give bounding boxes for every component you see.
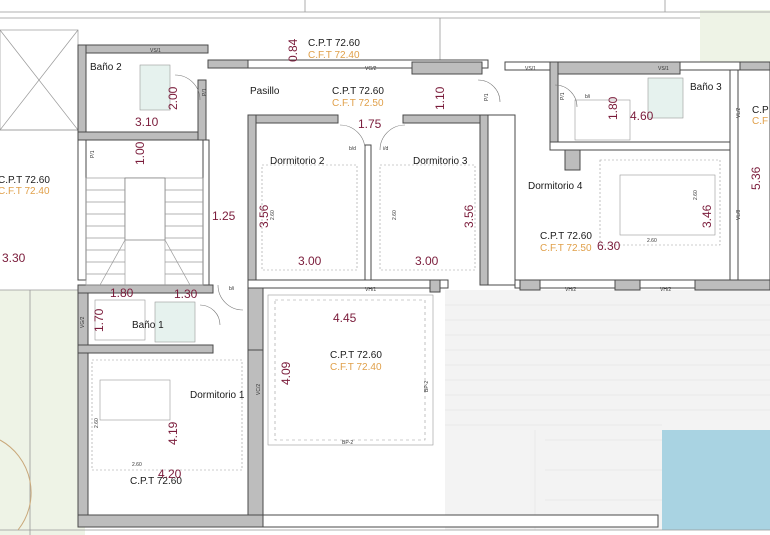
room-label-pasillo: Pasillo [250,86,280,97]
level-cft-terrace: C.F.T 72.40 [330,362,382,373]
tag-pt1-c: P/1 [560,92,566,100]
level-cpt-dormitorio4: C.P.T 72.60 [540,231,592,242]
dim-1-75: 1.75 [358,117,382,131]
tag-vs1-a: VS/1 [150,48,161,54]
dim-1-30: 1.30 [174,287,198,301]
level-cpt-top: C.P.T 72.60 [308,38,360,49]
level-cft-right: C.F [752,116,768,127]
level-cpt-pasillo: C.P.T 72.60 [332,86,384,97]
tag-id: i/d [383,146,389,152]
terrace-decking [445,304,770,530]
dim-3-30: 3.30 [2,251,26,265]
tag-vl2: VL/2 [736,107,742,118]
level-cft-dormitorio4: C.F.T 72.50 [540,243,592,254]
tag-vh2-b: VH/2 [660,287,671,293]
dim-4-19: 4.19 [166,421,180,445]
tag-260-f: 2.60 [94,418,100,428]
dim-3-46: 3.46 [700,204,714,228]
tag-vc2: VC/2 [256,384,262,395]
walls [77,44,770,528]
tag-260-b: 2.60 [132,462,142,468]
dim-1-25: 1.25 [212,209,236,223]
tag-vh2-a: VH/2 [565,287,576,293]
tag-vg2-top: VG/2 [365,66,377,72]
level-cft-pasillo: C.F.T 72.50 [332,98,384,109]
dim-4-20: 4.20 [158,467,182,481]
tag-bi-2: b/i [585,94,590,100]
tag-pt1-b: P/1 [484,93,490,101]
dim-1-10: 1.10 [433,86,447,110]
room-label-dormitorio3: Dormitorio 3 [413,156,468,167]
door-swings [174,74,578,326]
tag-bd: b/d [349,146,356,152]
tag-vh1: VH/1 [365,287,376,293]
void-cross [0,29,79,131]
level-cpt-terrace: C.P.T 72.60 [330,350,382,361]
tag-260-c: 2.60 [270,210,276,220]
pool [662,430,770,530]
dim-4-09: 4.09 [279,361,293,385]
dim-3-56-b: 3.56 [462,204,476,228]
dim-3-56-a: 3.56 [257,204,271,228]
dim-4-60: 4.60 [630,109,654,123]
level-cft-top: C.F.T 72.40 [308,50,360,61]
dim-4-45: 4.45 [333,311,357,325]
tag-pt1-a: P/1 [202,88,208,96]
tag-bp2-side: BP-2 [424,381,430,392]
tag-260-e: 2.60 [693,190,699,200]
garden-left [0,290,85,535]
level-cpt-dormitorio1: C.P.T 72.60 [130,476,182,487]
tag-bi: b/i [229,286,234,292]
level-cpt-left: C.P.T 72.60 [0,175,50,186]
tag-260-a: 2.60 [647,238,657,244]
tag-vs1-c: VS/1 [658,66,669,72]
planter-arc [0,439,32,531]
room-label-dormitorio4: Dormitorio 4 [528,181,583,192]
dim-1-80-b: 1.80 [110,286,134,300]
room-label-bano1: Baño 1 [132,320,164,331]
dim-3-00-b: 3.00 [415,254,439,268]
tag-bp2-bottom: BP-2 [342,440,353,446]
tag-260-d: 2.60 [392,210,398,220]
dim-3-10: 3.10 [135,115,159,129]
garden-right-top [700,10,770,65]
dim-1-80-a: 1.80 [606,96,620,120]
room-label-bano3: Baño 3 [690,82,722,93]
room-label-bano2: Baño 2 [90,62,122,73]
dim-1-70: 1.70 [92,308,106,332]
room-label-dormitorio2: Dormitorio 2 [270,156,325,167]
tag-pt1-d: P/1 [90,150,96,158]
furniture-outlines [91,64,721,471]
tag-vs1-b: VS/1 [525,66,536,72]
staircase [85,177,204,286]
tag-vg2-left: VG/2 [80,316,86,328]
dim-2-00: 2.00 [166,86,180,110]
dim-1-00: 1.00 [133,141,147,165]
dim-6-30: 6.30 [597,239,621,253]
dim-5-36: 5.36 [749,166,763,190]
level-cft-left: C.F.T 72.40 [0,186,50,197]
level-cpt-right: C.P [752,105,769,116]
room-label-dormitorio1: Dormitorio 1 [190,390,245,401]
dim-3-00-a: 3.00 [298,254,322,268]
tag-vl8: VL/8 [736,209,742,220]
dim-0-84: 0.84 [286,38,300,62]
